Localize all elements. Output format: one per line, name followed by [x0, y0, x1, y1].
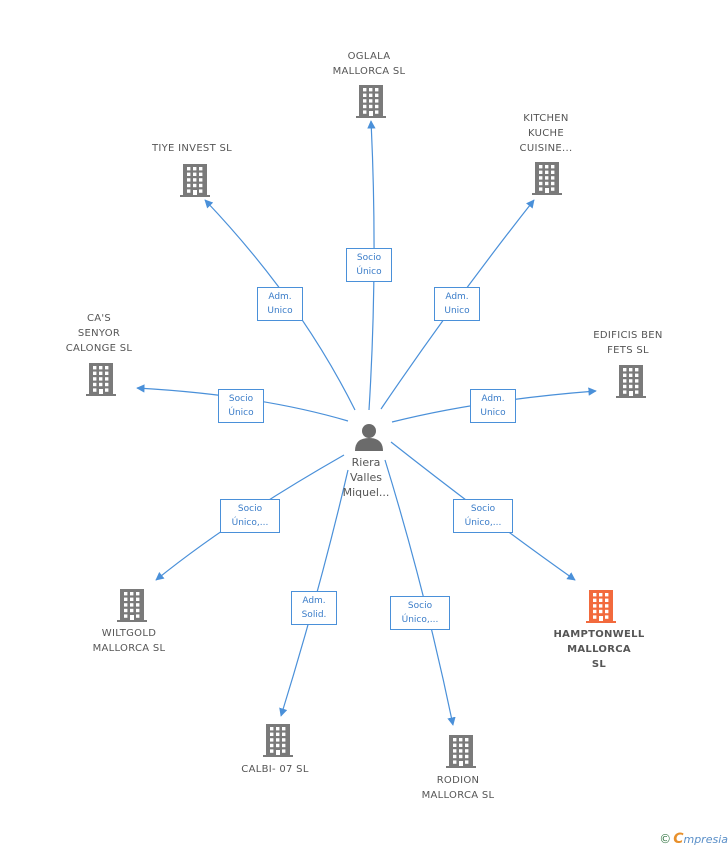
- relationship-text: Solid.: [301, 610, 327, 620]
- relationship-text: Unico: [267, 306, 293, 316]
- company-label-casenyor[interactable]: CA'S SENYOR CALONGE SL: [34, 311, 164, 356]
- company-label-hamptonwell[interactable]: HAMPTONWELL MALLORCA SL: [534, 627, 664, 672]
- relationship-text: Único,...: [231, 518, 269, 528]
- company-label-edificis[interactable]: EDIFICIS BEN FETS SL: [563, 328, 693, 358]
- company-name-line: MALLORCA SL: [421, 790, 495, 801]
- company-name-line: SENYOR: [77, 328, 121, 339]
- company-name-line: KITCHEN: [523, 113, 569, 124]
- building-icon[interactable]: [180, 164, 210, 197]
- relationship-text: Socio: [356, 253, 382, 263]
- center-name-line: Miquel...: [342, 486, 390, 499]
- relationship-label-calbi: Adm. Solid.: [291, 591, 337, 625]
- relationship-text: Socio: [470, 504, 496, 514]
- company-name-line: SL: [591, 659, 607, 670]
- relationship-text: Unico: [444, 306, 470, 316]
- relationship-text: Único: [356, 267, 382, 277]
- relationship-label-edificis: Adm. Unico: [470, 389, 516, 423]
- footer-brand[interactable]: © C mpresia: [659, 828, 728, 850]
- relationship-text: Socio: [228, 394, 254, 404]
- building-icon[interactable]: [86, 363, 116, 396]
- relationship-text: Socio: [237, 504, 263, 514]
- relationship-text: Socio: [407, 601, 433, 611]
- relationship-label-tiye: Adm. Unico: [257, 287, 303, 321]
- edges-layer: [136, 120, 597, 726]
- company-name-line: KUCHE: [528, 128, 564, 139]
- relationship-text: Único,...: [464, 518, 502, 528]
- company-label-kitchen[interactable]: KITCHEN KUCHE CUISINE...: [481, 111, 611, 156]
- company-name-line: FETS SL: [607, 345, 649, 356]
- company-name-line: TIYE INVEST SL: [151, 143, 232, 154]
- relationship-text: Único,...: [401, 615, 439, 625]
- building-icon[interactable]: [117, 589, 147, 622]
- relationship-text: Adm.: [268, 292, 292, 302]
- company-label-wiltgold[interactable]: WILTGOLD MALLORCA SL: [64, 626, 194, 656]
- copyright-symbol: ©: [659, 832, 672, 846]
- relationship-text: Adm.: [302, 596, 326, 606]
- building-icon[interactable]: [616, 365, 646, 398]
- building-icon[interactable]: [356, 85, 386, 118]
- company-label-calbi[interactable]: CALBI- 07 SL: [210, 762, 340, 777]
- edge-rodion: [384, 459, 456, 726]
- company-name-line: OGLALA: [347, 51, 391, 62]
- company-name-line: CALBI- 07 SL: [241, 764, 309, 775]
- company-name-line: MALLORCA SL: [332, 66, 406, 77]
- company-name-line: WILTGOLD: [101, 628, 157, 639]
- brand-logo-initial: C: [673, 831, 684, 847]
- company-label-rodion[interactable]: RODION MALLORCA SL: [393, 773, 523, 803]
- building-icon[interactable]: [586, 590, 616, 623]
- person-icon[interactable]: [355, 424, 383, 451]
- relationship-text: Adm.: [481, 394, 505, 404]
- relationship-label-kitchen: Adm. Unico: [434, 287, 480, 321]
- company-name-line: CUISINE...: [519, 143, 573, 154]
- relationship-text: Unico: [480, 408, 506, 418]
- center-person-name[interactable]: Riera Valles Miquel...: [321, 455, 411, 500]
- relationship-text: Único: [228, 408, 254, 418]
- company-label-tiye[interactable]: TIYE INVEST SL: [127, 141, 257, 156]
- building-icon[interactable]: [532, 162, 562, 195]
- center-name-line: Valles: [349, 471, 383, 484]
- company-name-line: RODION: [436, 775, 480, 786]
- company-label-oglala[interactable]: OGLALA MALLORCA SL: [304, 49, 434, 79]
- company-name-line: CA'S: [86, 313, 112, 324]
- company-name-line: MALLORCA: [567, 644, 631, 655]
- center-name-line: Riera: [351, 456, 381, 469]
- company-name-line: HAMPTONWELL: [553, 629, 645, 640]
- icons-layer: [86, 85, 646, 768]
- company-name-line: EDIFICIS BEN: [593, 330, 663, 341]
- brand-logo-text: mpresia: [683, 832, 728, 846]
- building-icon[interactable]: [446, 735, 476, 768]
- relationship-text: Adm.: [445, 292, 469, 302]
- building-icon[interactable]: [263, 724, 293, 757]
- company-name-line: CALONGE SL: [65, 343, 133, 354]
- company-name-line: MALLORCA SL: [92, 643, 166, 654]
